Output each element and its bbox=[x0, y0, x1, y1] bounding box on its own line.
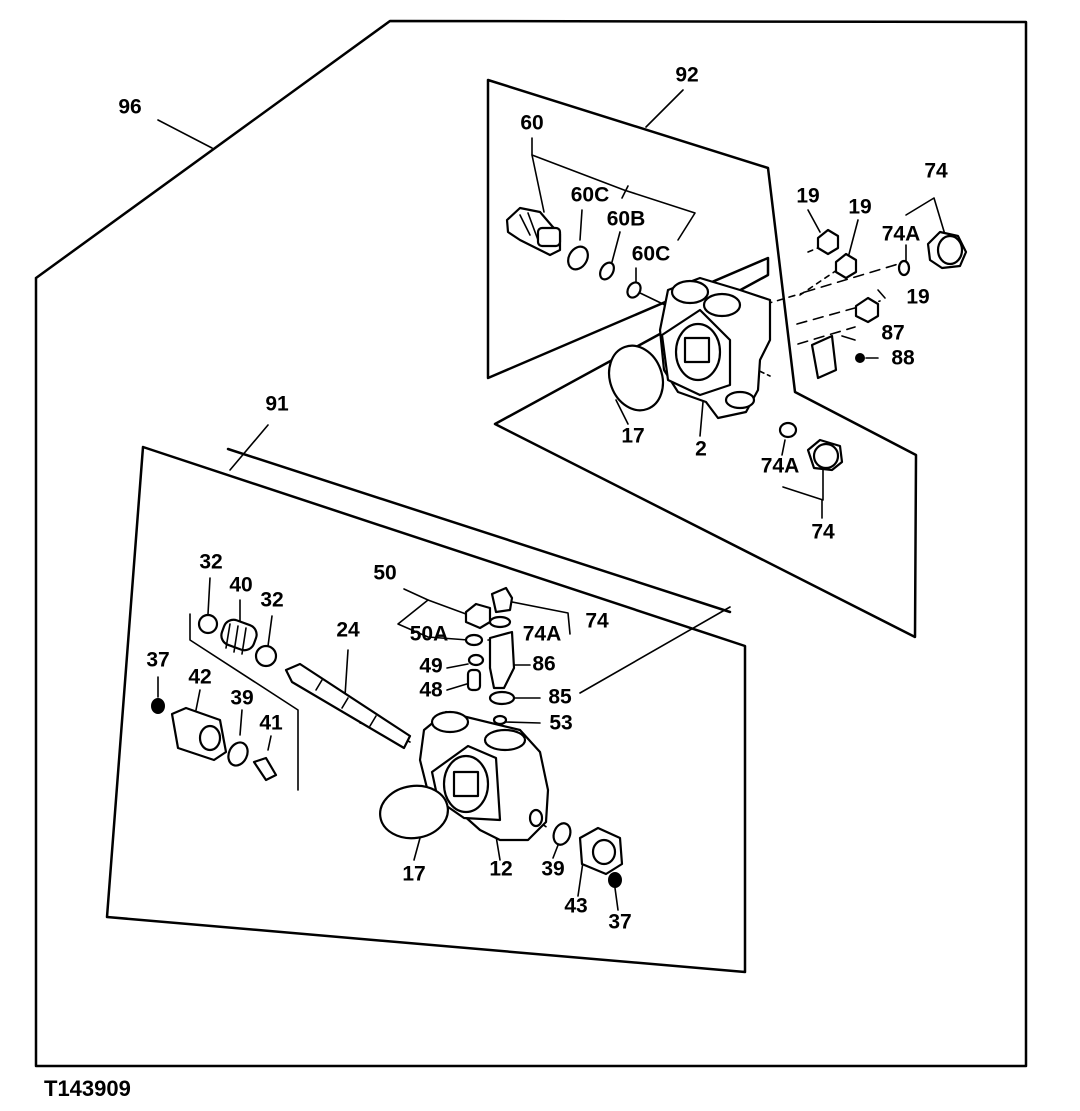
label-49: 49 bbox=[419, 655, 442, 678]
label-74-c: 74 bbox=[585, 610, 609, 633]
label-74-b: 74 bbox=[811, 521, 835, 544]
label-74a-c: 74A bbox=[523, 623, 562, 646]
label-40: 40 bbox=[229, 574, 252, 597]
section-outline-91 bbox=[105, 445, 747, 974]
part-32-washer-left bbox=[197, 613, 219, 635]
label-32-b: 32 bbox=[260, 589, 283, 612]
part-32-washer-right bbox=[254, 644, 278, 668]
leader-lines bbox=[157, 89, 947, 911]
part-60b-ring bbox=[599, 261, 615, 281]
part-19-nuts bbox=[816, 228, 880, 324]
label-87: 87 bbox=[881, 322, 904, 345]
label-24: 24 bbox=[336, 619, 360, 642]
part-74a-oring-upper bbox=[897, 259, 911, 277]
label-74a-a: 74A bbox=[882, 223, 921, 246]
label-91: 91 bbox=[265, 393, 289, 416]
part-42-spring-cap bbox=[170, 706, 228, 762]
part-60-relief-valve bbox=[505, 206, 562, 257]
part-74a-oring-center bbox=[488, 615, 512, 629]
figure-id: T143909 bbox=[44, 1076, 131, 1101]
part-87-bracket bbox=[810, 334, 838, 380]
section-outline-92 bbox=[486, 78, 918, 639]
part-50a-oring bbox=[464, 633, 484, 647]
label-50: 50 bbox=[373, 562, 396, 585]
part-50-plug bbox=[464, 602, 492, 630]
part-39-oring-left bbox=[227, 741, 249, 767]
label-60: 60 bbox=[520, 112, 543, 135]
part-86-adapter bbox=[488, 630, 516, 690]
label-2: 2 bbox=[695, 438, 707, 461]
part-37-cap-screw-left bbox=[151, 698, 165, 714]
callout-labels: 96 92 91 60 60C 60B 60C 19 19 19 74 74A … bbox=[118, 64, 948, 934]
part-48-poppet bbox=[466, 668, 482, 692]
label-32-a: 32 bbox=[199, 551, 222, 574]
part-24-spool bbox=[284, 662, 412, 750]
part-85-oring bbox=[488, 690, 516, 706]
label-74-a: 74 bbox=[924, 160, 948, 183]
label-96: 96 bbox=[118, 96, 141, 119]
label-41: 41 bbox=[259, 712, 283, 735]
label-19-a: 19 bbox=[796, 185, 819, 208]
part-74-plug-upper bbox=[926, 230, 968, 270]
label-17-b: 17 bbox=[402, 863, 425, 886]
label-19-c: 19 bbox=[906, 286, 929, 309]
assembly-outline-96 bbox=[34, 19, 1028, 1068]
label-53: 53 bbox=[549, 712, 572, 735]
part-74-plug-lower bbox=[806, 438, 844, 472]
part-88-screw bbox=[855, 353, 865, 363]
label-19-b: 19 bbox=[848, 196, 871, 219]
part-74-plug-center bbox=[490, 586, 514, 614]
part-2-valve-section bbox=[658, 276, 772, 420]
part-37-cap-screw-right bbox=[608, 872, 622, 888]
part-12-valve-section bbox=[418, 710, 550, 842]
part-60c-oring-a bbox=[567, 245, 589, 271]
label-60c-b: 60C bbox=[632, 243, 671, 266]
part-17-seal-ring-upper bbox=[607, 344, 665, 412]
part-17-seal-ring-lower bbox=[379, 784, 449, 840]
label-12: 12 bbox=[489, 858, 512, 881]
label-43: 43 bbox=[564, 895, 587, 918]
label-85: 85 bbox=[548, 686, 572, 709]
label-60c-a: 60C bbox=[571, 184, 610, 207]
label-37-a: 37 bbox=[146, 649, 169, 672]
label-39-b: 39 bbox=[541, 858, 564, 881]
label-60b: 60B bbox=[607, 208, 646, 231]
label-39-a: 39 bbox=[230, 687, 253, 710]
label-48: 48 bbox=[419, 679, 443, 702]
part-60c-oring-b bbox=[626, 281, 642, 299]
label-17-a: 17 bbox=[621, 425, 644, 448]
part-40-spring bbox=[220, 618, 258, 655]
label-88: 88 bbox=[891, 347, 915, 370]
part-43-cap bbox=[578, 826, 624, 876]
part-41-screw bbox=[252, 756, 278, 782]
label-92: 92 bbox=[675, 64, 698, 87]
label-42: 42 bbox=[188, 666, 211, 689]
part-39-oring-right bbox=[552, 822, 572, 846]
part-49-ring bbox=[467, 653, 485, 667]
label-74a-b: 74A bbox=[761, 455, 800, 478]
part-53-ring bbox=[492, 714, 508, 726]
label-50a: 50A bbox=[410, 623, 449, 646]
part-74a-oring-lower bbox=[778, 421, 798, 439]
label-86: 86 bbox=[532, 653, 555, 676]
label-37-b: 37 bbox=[608, 911, 631, 934]
